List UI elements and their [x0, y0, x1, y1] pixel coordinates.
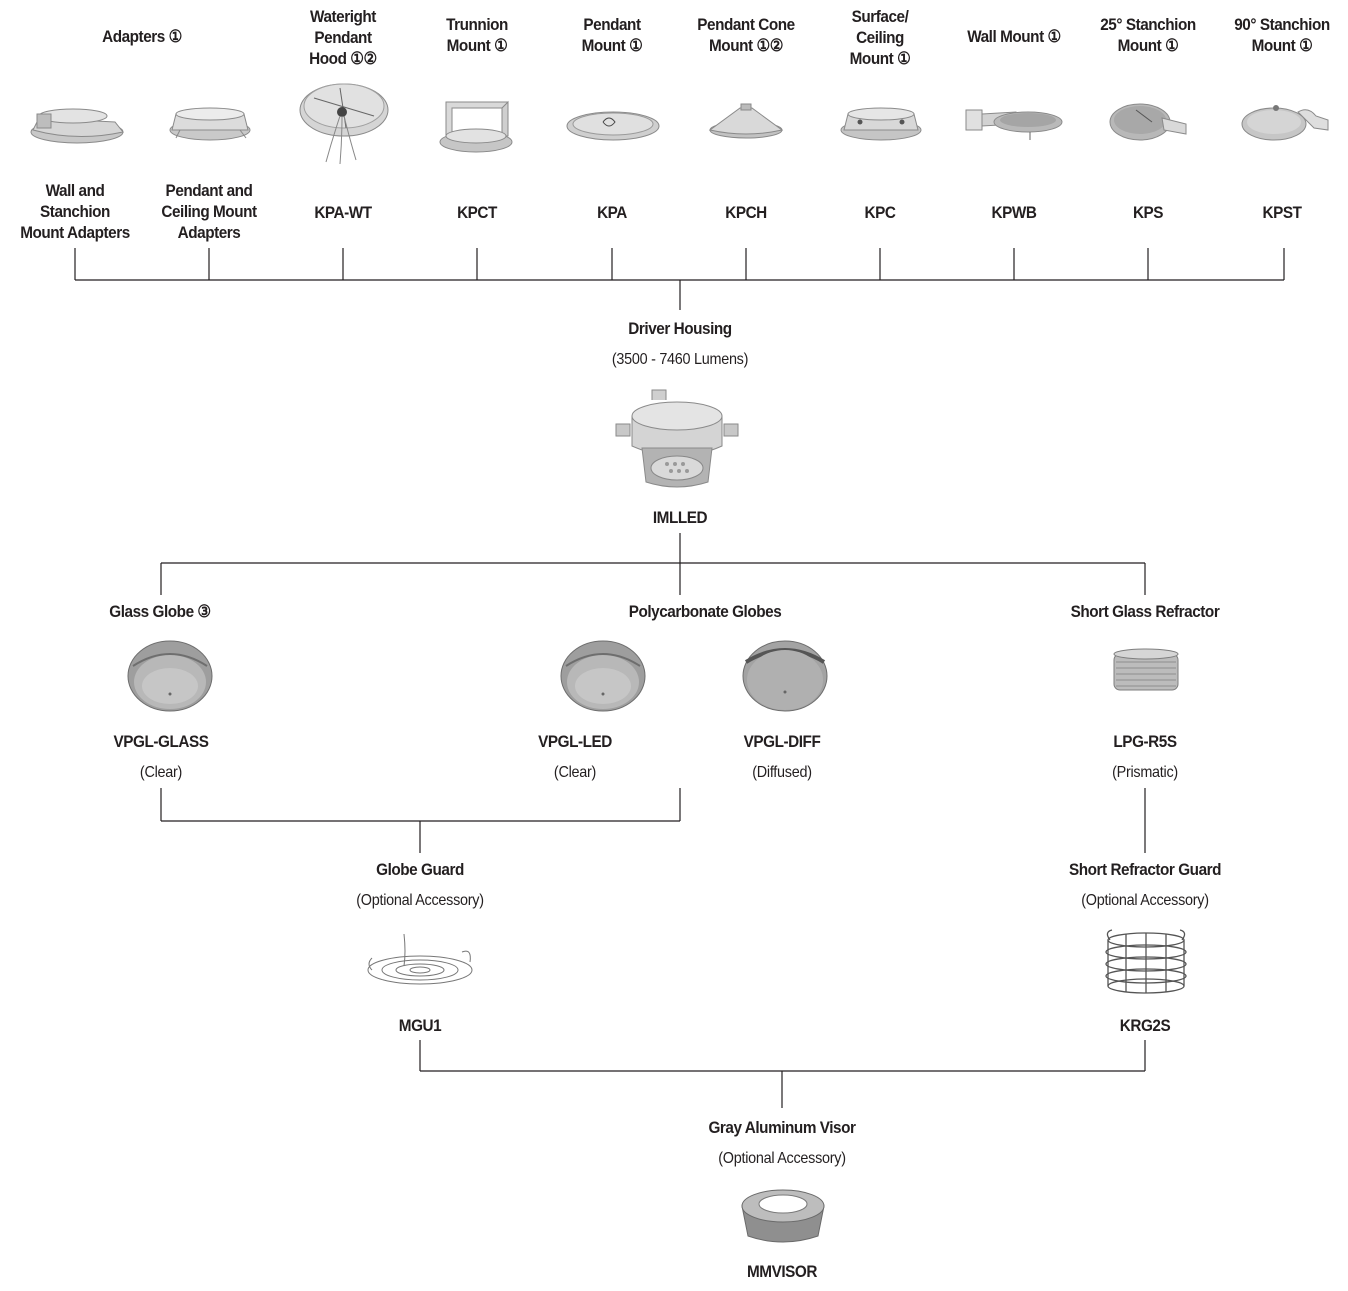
refractor-guard-code: KRG2S [1119, 1016, 1171, 1035]
globe-guard-note: (Optional Accessory) [356, 892, 484, 909]
pendant-hood-image [299, 83, 389, 165]
mount-title-pendant: Pendant Mount ① [581, 15, 643, 55]
diffused-poly-globe-image [742, 640, 828, 712]
mount-code-wall-stanchion-adapters: Wall and Stanchion Mount Adapters [20, 181, 130, 242]
mount-title-pendant-hood: Wateright Pendant Hood ①② [309, 7, 377, 68]
mount-title-ceiling: Surface/ Ceiling Mount ① [849, 7, 911, 68]
mount-title-stanchion-90: 90° Stanchion Mount ① [1234, 15, 1330, 55]
globe-guard-title: Globe Guard [376, 860, 464, 879]
mount-title-stanchion-25: 25° Stanchion Mount ① [1100, 15, 1196, 55]
globe-guard-code: MGU1 [398, 1016, 442, 1035]
visor-code: MMVISOR [747, 1262, 817, 1281]
glass-globe-title: Glass Globe ③ [109, 602, 211, 621]
aluminum-visor-image [741, 1189, 825, 1243]
driver-housing-image [615, 389, 739, 488]
visor-note: (Optional Accessory) [718, 1150, 846, 1167]
housing-code: IMLLED [652, 508, 708, 527]
refractor-guard-note: (Optional Accessory) [1081, 892, 1209, 909]
refractor-title: Short Glass Refractor [1070, 602, 1220, 621]
mount-code-kpa-wt: KPA-WT [314, 203, 372, 222]
globe-note-vpgl-led: (Clear) [553, 764, 597, 781]
trunnion-mount-image [439, 100, 513, 153]
clear-glass-globe-image [127, 640, 213, 712]
globe-code-vpgl-diff: VPGL-DIFF [743, 732, 821, 751]
pendant-mount-image [566, 111, 660, 141]
housing-title: Driver Housing [628, 319, 732, 338]
globe-note-vpgl-glass: (Clear) [139, 764, 183, 781]
refractor-guard-image [1105, 929, 1187, 994]
mount-code-kpct: KPCT [457, 203, 497, 222]
globe-code-vpgl-glass: VPGL-GLASS [113, 732, 209, 751]
stanchion-25-image [1109, 103, 1187, 141]
mount-title-trunnion: Trunnion Mount ① [446, 15, 508, 55]
globe-note-vpgl-diff: (Diffused) [752, 764, 812, 781]
mount-code-kpwb: KPWB [991, 203, 1037, 222]
mount-title-adapters: Adapters ① [102, 27, 182, 46]
housing-subtitle: (3500 - 7460 Lumens) [611, 351, 749, 368]
wall-mount-image [965, 109, 1063, 140]
mount-code-kpch: KPCH [725, 203, 767, 222]
mount-code-kpst: KPST [1262, 203, 1302, 222]
mount-code-kpc: KPC [864, 203, 896, 222]
refractor-guard-title: Short Refractor Guard [1068, 860, 1222, 879]
ceiling-mount-image [840, 107, 922, 141]
visor-title: Gray Aluminum Visor [708, 1118, 856, 1137]
wall-stanchion-adapter-image [30, 108, 124, 144]
clear-poly-globe-image [560, 640, 646, 712]
mount-code-kpa: KPA [597, 203, 627, 222]
poly-globes-title: Polycarbonate Globes [628, 602, 782, 621]
globe-code-vpgl-led: VPGL-LED [538, 732, 612, 751]
pendant-cone-image [708, 103, 784, 139]
mount-title-wall: Wall Mount ① [967, 27, 1061, 46]
refractor-note-lpg-r5s: (Prismatic) [1112, 764, 1178, 781]
refractor-code-lpg-r5s: LPG-R5S [1113, 732, 1177, 751]
pendant-ceiling-adapter-image [169, 107, 251, 141]
stanchion-90-image [1241, 105, 1329, 141]
mount-code-pendant-ceiling-adapters: Pendant and Ceiling Mount Adapters [161, 181, 257, 242]
mount-code-kps: KPS [1132, 203, 1164, 222]
globe-guard-image [367, 933, 473, 985]
prismatic-refractor-image [1113, 648, 1179, 691]
mount-title-pendant-cone: Pendant Cone Mount ①② [697, 15, 795, 55]
